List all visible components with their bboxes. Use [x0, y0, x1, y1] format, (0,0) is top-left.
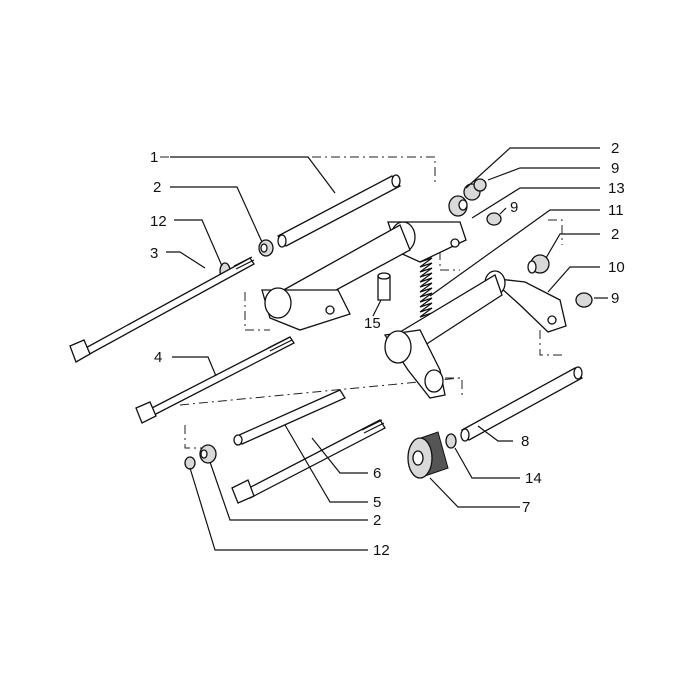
part-12-washer-lower [184, 456, 196, 470]
part-9-nut-mid [486, 212, 502, 226]
part-1-rod [277, 174, 401, 248]
callout-1: 1 [150, 149, 158, 166]
callout-4: 4 [154, 349, 162, 366]
part-9-nut-top [473, 178, 487, 192]
callout-10: 10 [608, 259, 625, 276]
part-2-bushing-lower [199, 444, 217, 464]
part-2-bushing-upper-left [258, 239, 274, 257]
callout-13: 13 [608, 180, 625, 197]
part-13-spacer [448, 195, 468, 217]
part-15-pin [377, 272, 391, 301]
callout-14: 14 [525, 470, 542, 487]
callout-9-right: 9 [611, 290, 619, 307]
callout-5: 5 [373, 494, 381, 511]
callout-12-upper: 12 [150, 213, 167, 230]
part-9-nut-right [575, 292, 593, 308]
callout-7: 7 [522, 499, 530, 516]
upper-bracket-assembly [261, 221, 467, 331]
part-5-rod [233, 389, 346, 446]
callout-2-bottom: 2 [373, 512, 381, 529]
callout-9-top-right: 9 [611, 160, 619, 177]
part-6-bolt [231, 419, 386, 504]
assembly-guides [160, 156, 565, 449]
part-8-rod [460, 366, 583, 442]
callout-9-mid: 9 [510, 199, 518, 216]
callout-3: 3 [150, 245, 158, 262]
part-4-bolt [135, 336, 295, 424]
part-3-long-bolt [69, 256, 255, 363]
callout-2-top-right: 2 [611, 140, 619, 157]
leader-lines [166, 147, 608, 551]
part-2-bushing-right [527, 254, 550, 274]
callout-11: 11 [608, 202, 624, 219]
callout-2-right: 2 [611, 226, 619, 243]
callout-2-left: 2 [153, 179, 161, 196]
callout-12-bottom: 12 [373, 542, 390, 559]
part-14-washer [445, 433, 457, 449]
callout-15: 15 [364, 315, 381, 332]
callout-numbers: 1 2 12 3 4 2 9 13 9 11 2 10 9 15 8 14 7 … [150, 140, 625, 559]
part-7-rubber-bushing [407, 431, 449, 479]
callout-8: 8 [521, 433, 529, 450]
part-10-bracket [383, 270, 567, 399]
callout-6: 6 [373, 465, 381, 482]
